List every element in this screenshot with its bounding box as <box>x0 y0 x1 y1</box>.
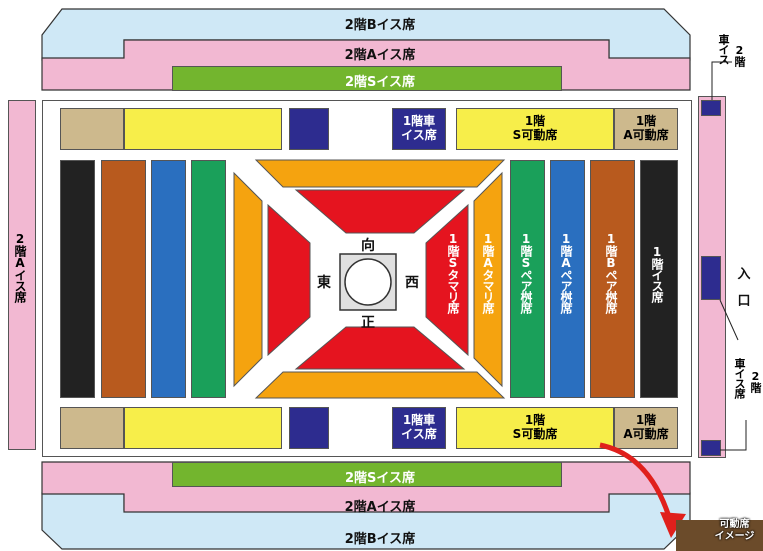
floor1-a-movable-bottom-line1: 1階 <box>635 413 657 428</box>
a-tamari-top <box>254 159 506 188</box>
floor1-a-movable-top-line1: 1階 <box>635 114 657 129</box>
floor1-s-movable-bottom-label: 1階 S可動席 <box>456 407 614 449</box>
direction-north: 向 <box>361 238 375 254</box>
floor2-a-left-label: 2階Aイス席 <box>13 232 27 302</box>
floor2-s-top[interactable] <box>172 66 562 91</box>
floor2-s-top-label: 2階Sイス席 <box>344 75 416 90</box>
wheel2-top-block[interactable] <box>701 100 721 116</box>
s-pair-masu-label: 1階Sペア桝席 <box>519 232 533 313</box>
floor1-a-movable-bottom-line2: A可動席 <box>623 427 669 441</box>
a-pair-masu-left[interactable] <box>151 160 186 398</box>
floor1-a-movable-bottom[interactable] <box>614 407 678 449</box>
floor1-s-movable-top-left[interactable] <box>124 108 282 150</box>
floor1-s-movable-top-line2: S可動席 <box>512 128 558 142</box>
floor1-s-movable-bottom[interactable] <box>456 407 614 449</box>
floor2-s-bottom-label: 2階Sイス席 <box>344 471 416 486</box>
floor1-s-movable-top-label: 1階 S可動席 <box>456 108 614 150</box>
a-tamari-bottom <box>254 371 506 399</box>
dohyo-ring <box>344 258 392 306</box>
s-pair-masu-left[interactable] <box>191 160 226 398</box>
floor1-wheel-top[interactable] <box>392 108 446 150</box>
direction-south: 正 <box>361 315 375 331</box>
chair-floor1-label: 1階イス席 <box>650 245 664 302</box>
wheel2-bottom-col2: 2階 <box>749 370 762 392</box>
floor1-a-movable-bottom-left[interactable] <box>60 407 124 449</box>
floor2-b-bottom-label: 2階Bイス席 <box>344 532 416 547</box>
chair-floor1-left[interactable] <box>60 160 95 398</box>
floor1-wheel-bottom[interactable] <box>392 407 446 449</box>
b-pair-masu[interactable] <box>590 160 635 398</box>
floor1-s-movable-top[interactable] <box>456 108 614 150</box>
a-tamari-right <box>473 171 503 388</box>
wheel2-top-col1: 車イス <box>717 34 730 64</box>
a-pair-masu-label: 1階Aペア桝席 <box>559 232 573 313</box>
b-pair-masu-label: 1階Bペア桝席 <box>604 232 618 313</box>
floor2-b-top-label: 2階Bイス席 <box>344 18 416 33</box>
floor1-s-movable-bottom-left[interactable] <box>124 407 282 449</box>
s-pair-masu[interactable] <box>510 160 545 398</box>
floor1-wheel-top-line1: 1階車 <box>402 114 436 129</box>
floor1-wheel-bottom-line2: イス席 <box>401 427 437 441</box>
floor1-s-movable-top-line1: 1階 <box>524 114 546 129</box>
movable-image-label: 可動席 イメージ <box>706 519 763 542</box>
floor1-wheel-bottom-label: 1階車 イス席 <box>392 407 446 449</box>
floor2-s-bottom[interactable] <box>172 462 562 487</box>
direction-east: 東 <box>317 275 331 291</box>
wheel-block-bottom-left[interactable] <box>289 407 329 449</box>
floor2-a-top-label: 2階Aイス席 <box>344 48 416 63</box>
floor1-wheel-bottom-line1: 1階車 <box>402 413 436 428</box>
entrance-block[interactable] <box>701 256 721 300</box>
floor1-s-movable-bottom-line1: 1階 <box>524 413 546 428</box>
s-tamari-right <box>425 203 469 357</box>
s-tamari-top <box>294 189 466 234</box>
chair-floor1[interactable] <box>640 160 678 398</box>
floor1-s-movable-bottom-line2: S可動席 <box>512 427 558 441</box>
a-tamari-left <box>233 171 263 388</box>
movable-image-label-line1: 可動席 <box>719 519 750 530</box>
a-tamari-label: 1階Aタマリ席 <box>481 232 495 313</box>
floor1-a-movable-top[interactable] <box>614 108 678 150</box>
wheel2-top-col2: 2階 <box>733 44 746 66</box>
a-pair-masu[interactable] <box>550 160 585 398</box>
floor2-a-left[interactable] <box>8 100 36 450</box>
floor1-wheel-top-label: 1階車 イス席 <box>392 108 446 150</box>
floor1-a-movable-top-line2: A可動席 <box>623 128 669 142</box>
arrow-to-image <box>599 442 673 521</box>
arrow-head <box>660 512 686 538</box>
s-tamari-label: 1階Sタマリ席 <box>446 232 460 313</box>
floor1-wheel-top-line2: イス席 <box>401 128 437 142</box>
entrance-char-2: 口 <box>737 294 751 309</box>
floor2-a-bottom-label: 2階Aイス席 <box>344 500 416 515</box>
floor1-a-movable-top-label: 1階 A可動席 <box>614 108 678 150</box>
movable-image-thumbnail[interactable] <box>676 520 763 551</box>
movable-image-label-line2: イメージ <box>714 530 755 542</box>
wheel2-bottom-block[interactable] <box>701 440 721 456</box>
s-tamari-left <box>267 203 311 357</box>
floor1-a-movable-top-left[interactable] <box>60 108 124 150</box>
b-pair-masu-left[interactable] <box>101 160 146 398</box>
floor1-a-movable-bottom-label: 1階 A可動席 <box>614 407 678 449</box>
direction-west: 西 <box>405 275 419 291</box>
s-tamari-bottom <box>294 326 466 370</box>
wheel2-bottom-col1: 車イス席 <box>733 358 746 398</box>
entrance-char-1: 入 <box>737 267 751 282</box>
wheel-block-top-left[interactable] <box>289 108 329 150</box>
